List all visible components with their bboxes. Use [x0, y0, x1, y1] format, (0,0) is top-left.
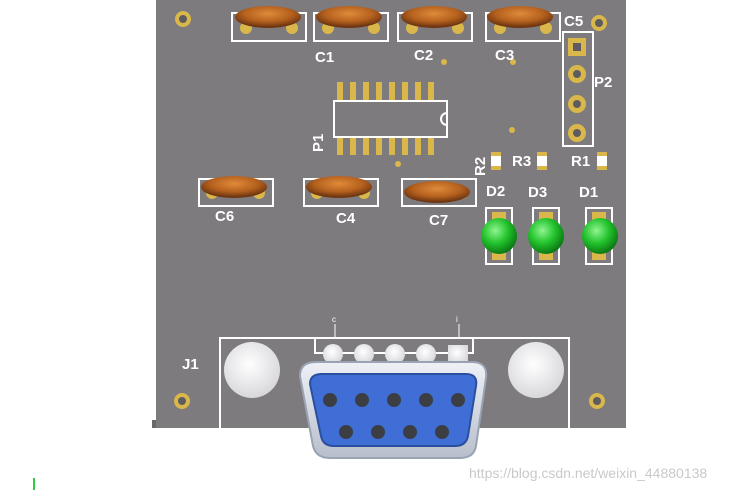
label-c2: C2 — [414, 47, 433, 64]
capacitor-c6 — [198, 176, 274, 207]
resistor-r2 — [491, 152, 501, 170]
label-r2: R2 — [472, 157, 489, 176]
label-d1: D1 — [579, 184, 598, 201]
connector-j1-footprint — [219, 324, 570, 428]
label-d2: D2 — [486, 183, 505, 200]
resistor-r1 — [597, 152, 607, 170]
ic-p1 — [333, 82, 448, 155]
label-c5: C5 — [564, 13, 583, 30]
pin-label-left: c — [332, 315, 336, 324]
led-d2 — [481, 207, 517, 265]
label-c1: C1 — [315, 49, 334, 66]
label-d3: D3 — [528, 184, 547, 201]
label-r1: R1 — [571, 153, 590, 170]
capacitor-c-top-1 — [231, 6, 307, 42]
label-j1: J1 — [182, 356, 199, 373]
capacitor-c3 — [485, 6, 561, 42]
header-p2 — [562, 31, 594, 147]
capacitor-c7 — [401, 178, 477, 207]
label-c7: C7 — [429, 212, 448, 229]
pin-label-right: i — [456, 315, 458, 324]
watermark-text: https://blog.csdn.net/weixin_44880138 — [469, 465, 707, 481]
label-p1: P1 — [310, 134, 327, 152]
label-p2: P2 — [594, 74, 612, 91]
capacitor-c2 — [397, 6, 473, 42]
label-c6: C6 — [215, 208, 234, 225]
led-d3 — [528, 207, 564, 265]
mounting-holes — [174, 11, 607, 409]
label-c4: C4 — [336, 210, 356, 227]
led-d1 — [582, 207, 618, 265]
label-c3: C3 — [495, 47, 514, 64]
vias — [395, 59, 516, 167]
capacitor-c1 — [313, 6, 389, 42]
db9-connector — [298, 361, 488, 459]
capacitor-c4 — [303, 176, 379, 207]
resistor-r3 — [537, 152, 547, 170]
label-r3: R3 — [512, 153, 531, 170]
